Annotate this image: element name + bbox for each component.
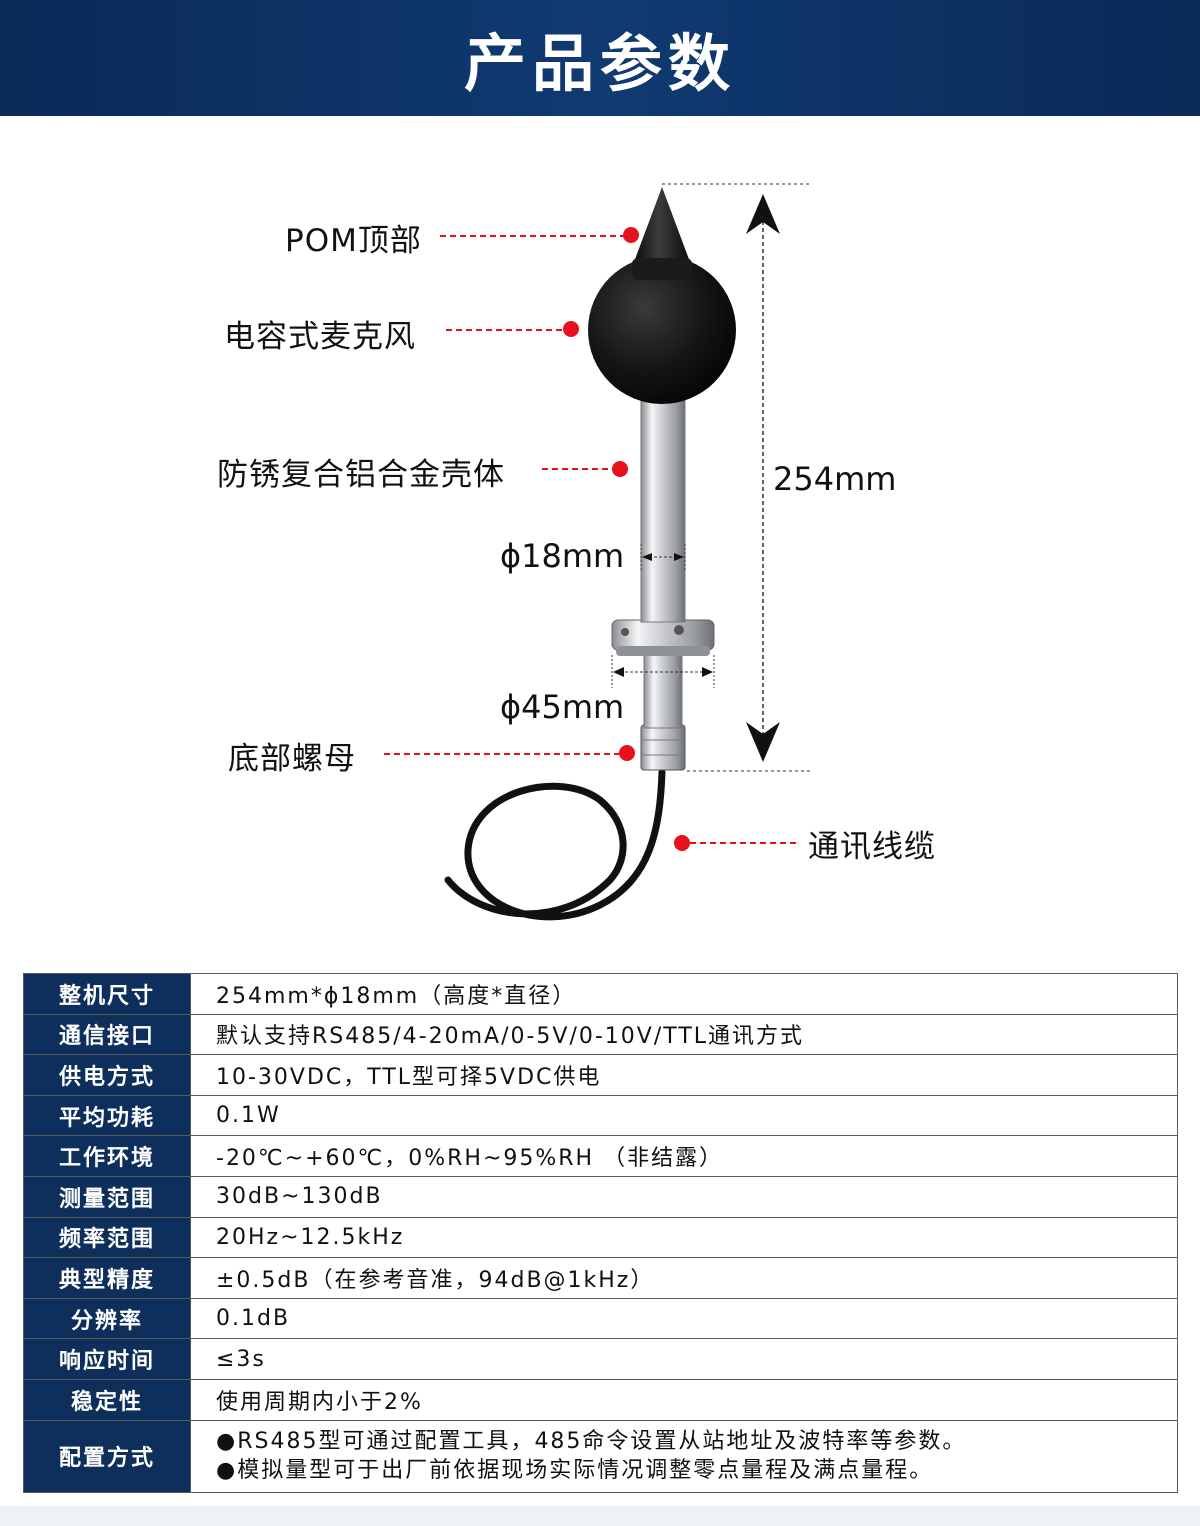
spec-label: 整机尺寸: [23, 973, 191, 1015]
spec-value-config: ●RS485型可通过配置工具，485命令设置从站地址及波特率等参数。 ●模拟量型…: [190, 1419, 1178, 1493]
pom-cone-illustration: [634, 187, 690, 262]
spec-value: ±0.5dB（在参考音准，94dB@1kHz）: [190, 1257, 1178, 1299]
spec-label: 平均功耗: [23, 1094, 191, 1137]
marker-mic: [563, 321, 579, 337]
sensor-illustration: [384, 183, 812, 921]
spec-value: 默认支持RS485/4-20mA/0-5V/0-10V/TTL通讯方式: [190, 1013, 1178, 1056]
microphone-ball-illustration: [588, 256, 736, 404]
flange-diameter-label: ϕ45mm: [500, 688, 625, 726]
spec-table: 整机尺寸 254mm*ϕ18mm（高度*直径） 通信接口 默认支持RS485/4…: [23, 973, 1178, 1493]
cable-illustration: [444, 768, 666, 921]
flange-diameter-dimension: [611, 655, 715, 688]
table-row: 供电方式 10-30VDC，TTL型可择5VDC供电: [23, 1054, 1178, 1096]
spec-value: 使用周期内小于2%: [190, 1378, 1178, 1421]
spec-label: 响应时间: [23, 1338, 191, 1380]
table-row: 平均功耗 0.1W: [23, 1094, 1178, 1137]
config-line: ●RS485型可通过配置工具，485命令设置从站地址及波特率等参数。: [216, 1429, 967, 1455]
spec-value: 254mm*ϕ18mm（高度*直径）: [190, 973, 1178, 1015]
spec-label: 供电方式: [23, 1054, 191, 1096]
table-row: 响应时间 ≤3s: [23, 1338, 1178, 1380]
table-row: 测量范围 30dB~130dB: [23, 1175, 1178, 1218]
spec-label: 典型精度: [23, 1257, 191, 1299]
spec-label: 频率范围: [23, 1216, 191, 1259]
spec-label: 稳定性: [23, 1378, 191, 1421]
table-row: 整机尺寸 254mm*ϕ18mm（高度*直径）: [23, 973, 1178, 1015]
table-row: 典型精度 ±0.5dB（在参考音准，94dB@1kHz）: [23, 1257, 1178, 1299]
height-dimension: [662, 183, 812, 772]
tube-diameter-label: ϕ18mm: [500, 537, 625, 575]
callout-leaders: [384, 227, 796, 851]
callout-bottom-nut: 底部螺母: [228, 741, 356, 777]
callout-shell: 防锈复合铝合金壳体: [217, 457, 505, 493]
flange-illustration: [611, 619, 715, 656]
spec-label: 分辨率: [23, 1297, 191, 1340]
table-row: 工作环境 -20℃~+60℃，0%RH~95%RH （非结露）: [23, 1135, 1178, 1177]
table-row: 频率范围 20Hz~12.5kHz: [23, 1216, 1178, 1259]
spec-value: ≤3s: [190, 1338, 1178, 1380]
callout-microphone: 电容式麦克风: [224, 319, 416, 355]
marker-nut: [619, 745, 635, 761]
marker-top: [623, 227, 639, 243]
spec-value: 0.1W: [190, 1094, 1178, 1137]
table-row: 分辨率 0.1dB: [23, 1297, 1178, 1340]
table-row: 稳定性 使用周期内小于2%: [23, 1378, 1178, 1421]
spec-value: 10-30VDC，TTL型可择5VDC供电: [190, 1054, 1178, 1096]
spec-label: 通信接口: [23, 1013, 191, 1056]
marker-cable: [674, 835, 690, 851]
callout-cable: 通讯线缆: [808, 829, 936, 865]
table-row-config: 配置方式 ●RS485型可通过配置工具，485命令设置从站地址及波特率等参数。 …: [23, 1419, 1178, 1493]
spec-value: 30dB~130dB: [190, 1175, 1178, 1218]
spec-label: 工作环境: [23, 1135, 191, 1177]
main-tube-illustration: [640, 381, 686, 623]
spec-label: 测量范围: [23, 1175, 191, 1218]
tube-diameter-dimension: [640, 544, 686, 572]
page-header: 产品参数: [0, 0, 1200, 116]
spec-label: 配置方式: [23, 1419, 191, 1493]
spec-value: 0.1dB: [190, 1297, 1178, 1340]
table-row: 通信接口 默认支持RS485/4-20mA/0-5V/0-10V/TTL通讯方式: [23, 1013, 1178, 1056]
product-diagram: POM顶部 电容式麦克风 防锈复合铝合金壳体 底部螺母 通讯线缆 254mm ϕ…: [0, 116, 1200, 956]
marker-shell: [612, 461, 628, 477]
height-dimension-label: 254mm: [773, 460, 897, 498]
spec-value: 20Hz~12.5kHz: [190, 1216, 1178, 1259]
lower-tube-illustration: [643, 651, 683, 729]
page-title: 产品参数: [463, 27, 736, 100]
spec-value: -20℃~+60℃，0%RH~95%RH （非结露）: [190, 1135, 1178, 1177]
footer-band: [0, 1506, 1200, 1526]
bottom-nut-illustration: [640, 724, 686, 771]
callout-pom-top: POM顶部: [285, 223, 422, 259]
config-line: ●模拟量型可于出厂前依据现场实际情况调整零点量程及满点量程。: [216, 1458, 934, 1484]
